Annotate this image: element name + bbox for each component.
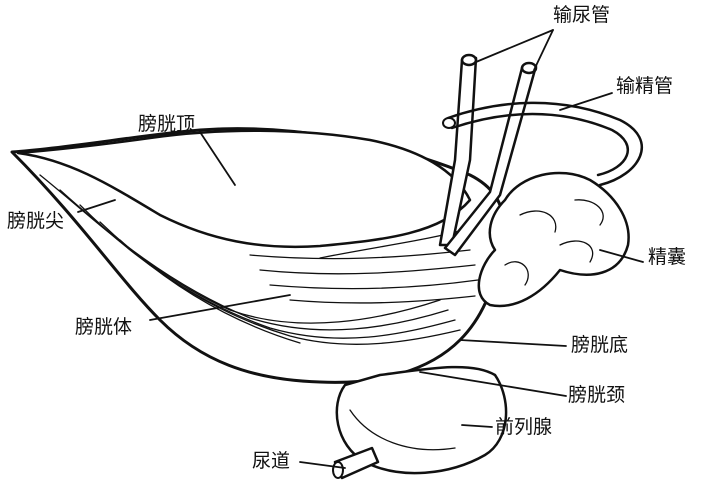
seminal-vesicle-shape	[477, 171, 630, 308]
label-bladder-vertex: 膀胱顶	[138, 113, 196, 135]
label-vas-deferens: 输精管	[616, 75, 674, 97]
label-seminal-vesicle: 精囊	[648, 246, 687, 268]
bladder-dome	[16, 129, 472, 249]
label-bladder-apex: 膀胱尖	[7, 210, 65, 232]
seminal-vesicle-coils	[504, 199, 604, 286]
label-urethra: 尿道	[252, 450, 291, 472]
label-prostate: 前列腺	[495, 416, 553, 438]
label-bladder-body: 膀胱体	[75, 316, 133, 338]
vas-deferens	[446, 101, 643, 187]
vas-deferens-end	[442, 117, 456, 129]
urethra-opening	[332, 461, 344, 479]
vas-deferens-inner	[450, 112, 630, 177]
label-bladder-neck: 膀胱颈	[568, 384, 626, 406]
label-bladder-fundus: 膀胱底	[571, 334, 629, 356]
leader-lines	[77, 29, 644, 469]
muscle-fibers	[39, 174, 479, 345]
label-ureter: 输尿管	[553, 4, 611, 26]
ureters	[438, 53, 538, 257]
prostate-contour	[349, 409, 456, 451]
prostate-shape	[335, 365, 508, 475]
